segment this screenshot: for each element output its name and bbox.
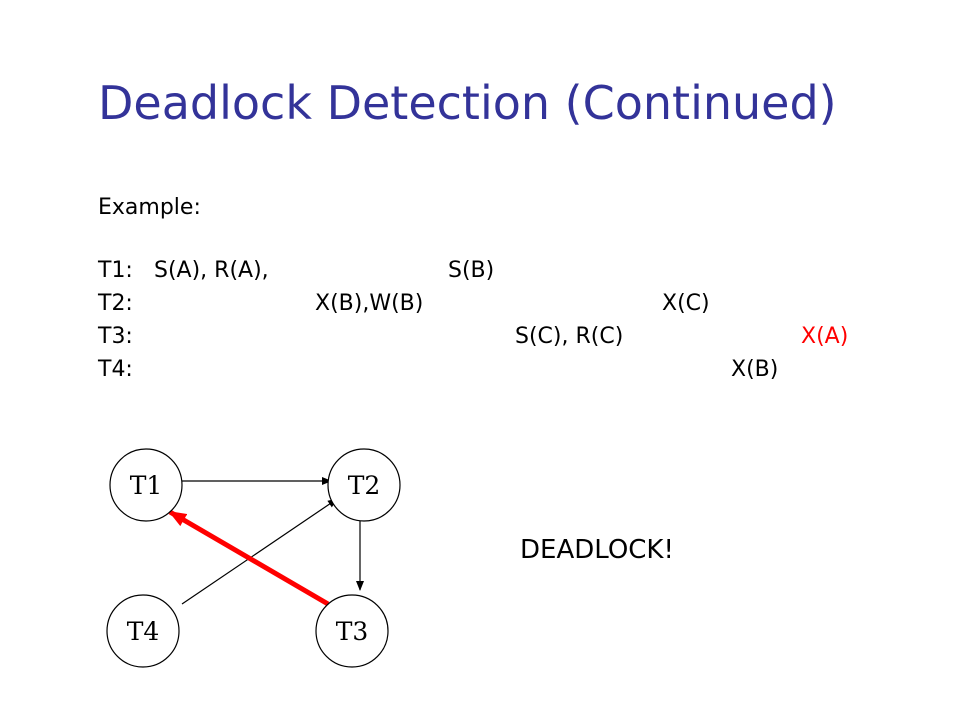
t1-label: T1:	[98, 258, 133, 283]
deadlock-label: DEADLOCK!	[520, 535, 674, 565]
svg-text:T3: T3	[336, 617, 369, 646]
t3-op-1: S(C), R(C)	[515, 324, 624, 349]
t4-label: T4:	[98, 357, 133, 382]
svg-text:T4: T4	[127, 617, 160, 646]
node-t3: T3	[315, 594, 389, 668]
slide-title: Deadlock Detection (Continued)	[98, 76, 837, 130]
t4-op-1: X(B)	[731, 357, 779, 382]
edge-t4-t2	[181, 498, 338, 605]
t2-op-2: X(C)	[662, 291, 710, 316]
svg-text:T1: T1	[130, 471, 163, 500]
node-t4: T4	[106, 594, 180, 668]
svg-text:T2: T2	[348, 471, 381, 500]
t1-op-2: S(B)	[448, 258, 495, 283]
t2-label: T2:	[98, 291, 133, 316]
edge-t3-t1	[168, 509, 330, 607]
node-t2: T2	[327, 448, 401, 522]
node-t1: T1	[109, 448, 183, 522]
t3-op-2: X(A)	[801, 324, 849, 349]
example-label: Example:	[98, 195, 201, 220]
t1-op-1: S(A), R(A),	[154, 258, 269, 283]
t3-label: T3:	[98, 324, 133, 349]
t2-op-1: X(B),W(B)	[315, 291, 424, 316]
